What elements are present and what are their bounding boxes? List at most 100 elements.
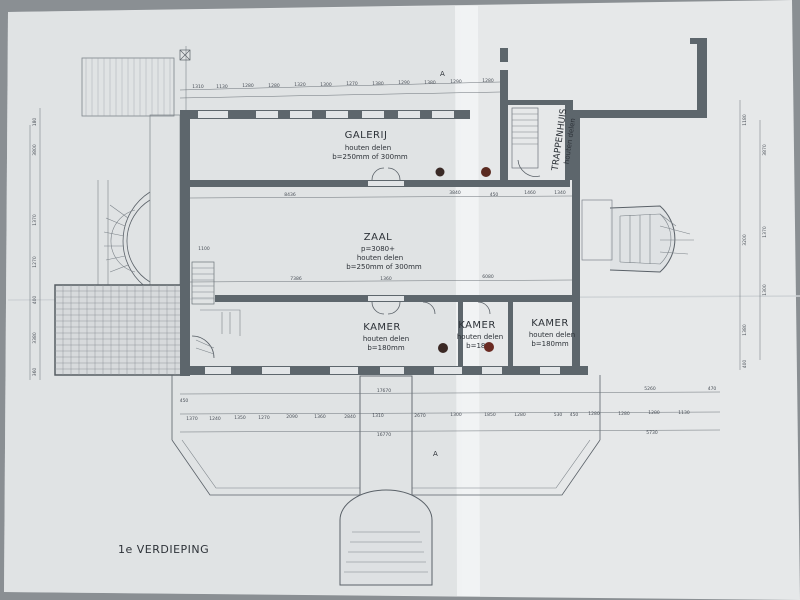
dim-top-3: 1280 — [268, 83, 280, 89]
room-kamer-3-line2: b=180mm — [531, 340, 568, 348]
dim-bc-12: 1280 — [514, 412, 526, 418]
dim-top-1: 1130 — [216, 84, 228, 90]
room-zaal-line2: houten delen — [357, 254, 403, 262]
dim-left-1: 3800 — [32, 144, 38, 156]
room-kamer-1: KAMER houten delen b=180mm — [363, 322, 409, 352]
dim-bc-2: 1240 — [209, 416, 221, 422]
dim-bc-7: 2840 — [344, 414, 356, 420]
pushpin-1 — [435, 167, 445, 177]
room-kamer-3-line1: houten delen — [529, 331, 575, 339]
room-kamer-2-name: KAMER — [458, 320, 496, 331]
dim-left-3: 1270 — [32, 256, 38, 268]
plan-caption: 1e VERDIEPING — [118, 543, 209, 556]
dim-bottom-right-0: 5260 — [644, 386, 656, 392]
dim-top-4: 1320 — [294, 82, 306, 88]
pushpin-3 — [438, 343, 448, 353]
dim-bc-4: 1270 — [258, 415, 270, 421]
section-marker-bottom: A — [433, 450, 438, 458]
dim-bottom-overall-right: 5730 — [646, 430, 658, 436]
dim-galerij-0: 8436 — [284, 192, 296, 198]
dim-right-3: 1370 — [762, 226, 768, 238]
dim-right-6: 400 — [742, 360, 748, 369]
right-curved-stair — [581, 199, 694, 273]
building-walls — [180, 38, 707, 376]
bottom-bay-entrance — [171, 375, 601, 586]
room-zaal: ZAAL p=3080+ houten delen b=250mm of 300… — [346, 232, 422, 271]
dim-left-4: 400 — [32, 296, 38, 305]
room-kamer-2-line1: houten delen — [457, 333, 503, 341]
pushpins — [435, 167, 494, 353]
dim-bc-5: 2090 — [286, 414, 298, 420]
inner-stair-left — [191, 261, 241, 359]
dim-left-5: 3380 — [32, 332, 38, 344]
dim-bc-3: 1350 — [234, 415, 246, 421]
dim-top-8: 1290 — [398, 80, 410, 86]
dimension-lines — [29, 46, 761, 433]
dim-galerij-1: 3840 — [449, 190, 461, 196]
dim-bc-1: 1370 — [186, 416, 198, 422]
dim-galerij-2: 450 — [490, 192, 499, 198]
dim-bottom-total: 17670 — [377, 388, 391, 394]
dim-top-5: 1300 — [320, 82, 332, 88]
dim-right-5: 1380 — [742, 324, 748, 336]
left-terrace-hatched — [54, 284, 182, 376]
trappenhuis-stair — [511, 107, 541, 177]
dim-bc-10: 1300 — [450, 412, 462, 418]
dim-bc-6: 1360 — [314, 414, 326, 420]
dim-bottom-overall: 16770 — [377, 432, 391, 438]
dim-bc-0: 450 — [180, 398, 189, 404]
dim-bc-13: 530 — [554, 412, 563, 418]
dim-bc-9: 2670 — [414, 413, 426, 419]
top-left-hatched-area — [81, 57, 175, 117]
dim-zaal-1: 7386 — [290, 276, 302, 282]
room-zaal-line1: p=3080+ — [361, 245, 395, 253]
axis-marker — [179, 49, 191, 61]
room-zaal-name: ZAAL — [364, 232, 392, 243]
room-galerij: GALERIJ houten delen b=250mm of 300mm — [332, 130, 408, 161]
room-galerij-line2: b=250mm of 300mm — [332, 153, 408, 161]
dim-top-6: 1270 — [346, 81, 358, 87]
room-galerij-name: GALERIJ — [345, 130, 388, 141]
dim-galerij-3: 1460 — [524, 190, 536, 196]
room-zaal-line3: b=250mm of 300mm — [346, 263, 422, 271]
pushpin-2 — [481, 167, 491, 177]
dim-bc-16: 1280 — [618, 411, 630, 417]
dim-right-1: 3870 — [762, 144, 768, 156]
dim-bottom-right-1: 470 — [708, 386, 717, 392]
dim-zaal-3: 6080 — [482, 274, 494, 280]
door-swings — [371, 167, 491, 315]
section-marker-top: A — [440, 70, 445, 78]
dim-right-0: 1180 — [742, 114, 748, 126]
dim-top-10: 1290 — [450, 79, 462, 85]
dim-left-0: 180 — [32, 118, 38, 127]
room-kamer-1-name: KAMER — [363, 322, 401, 333]
pushpin-4 — [484, 342, 494, 352]
dim-top-2: 1280 — [242, 83, 254, 89]
room-kamer-2: KAMER houten delen b=180 — [457, 320, 503, 350]
dimension-texts: 1310 1130 1280 1280 1320 1300 1270 1380 … — [32, 78, 768, 438]
dim-left-2: 1370 — [32, 214, 38, 226]
dim-bc-18: 1130 — [678, 410, 690, 416]
dim-top-11: 1280 — [482, 78, 494, 84]
dim-galerij-4: 1340 — [554, 190, 566, 196]
room-kamer-3-name: KAMER — [531, 318, 569, 329]
dim-top-9: 1380 — [424, 80, 436, 86]
room-kamer-3: KAMER houten delen b=180mm — [529, 318, 575, 348]
dim-bc-8: 1310 — [372, 413, 384, 419]
dim-bc-17: 1280 — [648, 410, 660, 416]
dim-top-0: 1310 — [192, 84, 204, 90]
dim-top-7: 1380 — [372, 81, 384, 87]
dim-zaal-2: 1360 — [380, 276, 392, 282]
room-kamer-2-line2: b=180 — [466, 342, 490, 350]
room-kamer-1-line2: b=180mm — [367, 344, 404, 352]
dim-right-2: 3200 — [742, 234, 748, 246]
dim-left-6: 360 — [32, 368, 38, 377]
dim-bc-14: 450 — [570, 412, 579, 418]
dim-zaal-0: 1100 — [198, 246, 210, 252]
room-kamer-1-line1: houten delen — [363, 335, 409, 343]
room-galerij-line1: houten delen — [345, 144, 391, 152]
dim-bc-15: 1280 — [588, 411, 600, 417]
dim-right-4: 1300 — [762, 284, 768, 296]
dim-bc-11: 1850 — [484, 412, 496, 418]
